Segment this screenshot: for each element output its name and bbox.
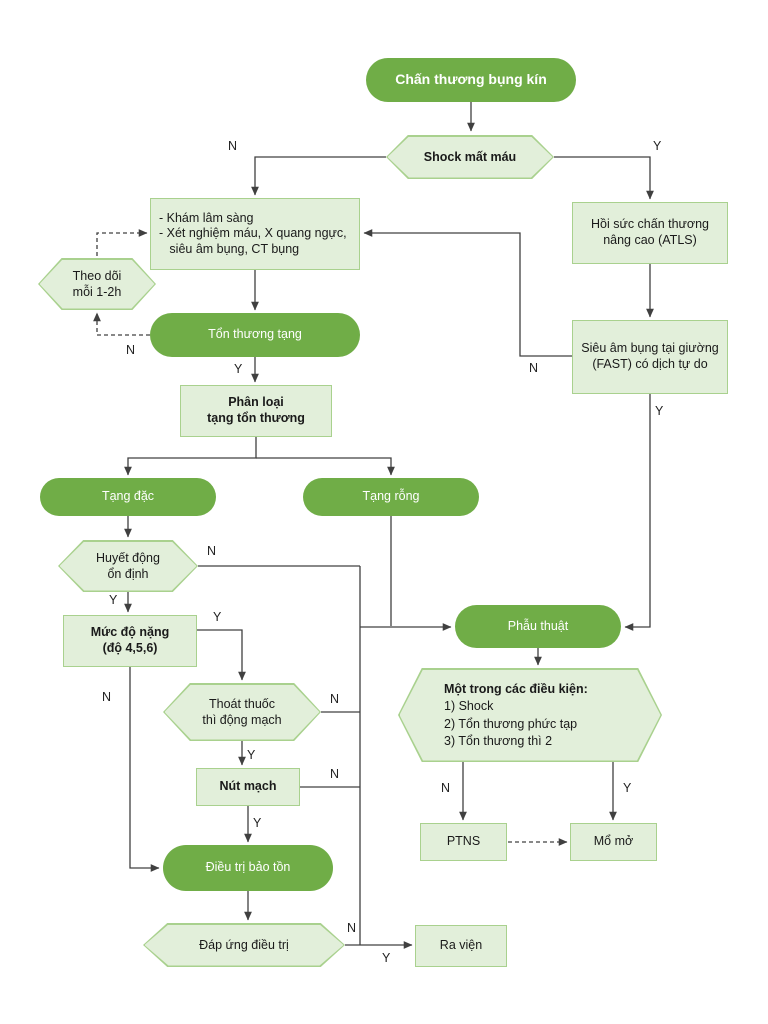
conditions-item-3: 3) Tổn thương thì 2 (444, 733, 553, 748)
label-no-conditions: N (441, 781, 451, 795)
conditions-hex-fill (399, 669, 661, 761)
label-no-organ-monitor: N (126, 343, 136, 357)
extravasation-label: Thoát thuốc thì động mạch (202, 696, 282, 727)
severity-label: Mức độ nặng (độ 4,5,6) (90, 625, 170, 655)
arrow-severity-to-extravasation (197, 629, 246, 681)
ptns-node: PTNS (420, 823, 507, 861)
label-yes-shock-atls: Y (653, 139, 662, 153)
label-yes-hemodynamic: Y (109, 593, 118, 607)
hollow-organ-node: Tạng rỗng (303, 478, 479, 516)
conservative-node: Điều trị bảo tồn (163, 845, 333, 891)
solid-organ-node: Tạng đặc (40, 478, 216, 516)
arrow-classify-to-hollow (256, 457, 395, 476)
arrow-organ-to-monitor (93, 312, 150, 336)
surgery-node: Phẫu thuật (455, 605, 621, 648)
surgery-label: Phẫu thuật (507, 618, 569, 633)
embolization-label: Nút mạch (219, 779, 277, 794)
response-hex-fill (144, 924, 344, 966)
arrow-shock-to-atls (554, 156, 654, 200)
label-yes-organ-classify: Y (234, 362, 243, 376)
embolization-node: Nút mạch (196, 768, 300, 806)
label-no-shock-exam: N (228, 139, 238, 153)
classify-node: Phân loại tạng tổn thương (180, 385, 332, 437)
solid-organ-label: Tạng đặc (101, 489, 155, 504)
shock-hex-fill (387, 136, 553, 178)
start-node: Chấn thương bụng kín (366, 58, 576, 102)
extravasation-node: Thoát thuốc thì động mạch (163, 683, 321, 741)
organ-injury-label: Tổn thương tạng (208, 327, 302, 342)
extravasation-hex-fill (164, 684, 320, 740)
shock-node: Shock mất máu (386, 135, 554, 179)
label-no-response: N (347, 921, 357, 935)
severity-node: Mức độ nặng (độ 4,5,6) (63, 615, 197, 667)
monitor-node: Theo dõi mỗi 1-2h (38, 258, 156, 310)
ptns-label: PTNS (446, 834, 481, 849)
label-yes-severity: Y (213, 610, 222, 624)
open-surgery-label: Mổ mở (593, 834, 634, 849)
open-surgery-node: Mổ mở (570, 823, 657, 861)
discharge-node: Ra viện (415, 925, 507, 967)
conditions-content: Một trong các điều kiện: 1) Shock 2) Tổn… (398, 668, 662, 762)
label-yes-extravasation: Y (247, 748, 256, 762)
monitor-label: Theo dõi mỗi 1-2h (72, 268, 122, 299)
arrow-classify-to-solid (124, 437, 257, 476)
arrow-severity-to-conservative (129, 667, 160, 872)
label-no-embolization: N (330, 767, 340, 781)
conditions-title: Một trong các điều kiện: (444, 682, 588, 696)
response-label: Đáp ứng điều trị (199, 937, 289, 952)
fast-label: Siêu âm bụng tại giường (FAST) có dịch t… (581, 341, 719, 371)
arrow-fast-to-exam (363, 229, 572, 357)
label-yes-embolization: Y (253, 816, 262, 830)
label-yes-response: Y (382, 951, 391, 965)
conditions-item-2: 2) Tổn thương phức tạp (444, 716, 578, 731)
label-no-severity: N (102, 690, 112, 704)
arrow-fast-to-surgery (624, 394, 651, 631)
discharge-label: Ra viện (439, 938, 483, 953)
exam-label: - Khám lâm sàng - Xét nghiệm máu, X quan… (159, 210, 347, 256)
hemodynamic-node: Huyết động ổn định (58, 540, 198, 592)
classify-label: Phân loại tạng tổn thương (207, 395, 305, 425)
conditions-item-1: 1) Shock (444, 699, 494, 714)
label-no-hemodynamic: N (207, 544, 217, 558)
atls-node: Hồi sức chấn thương nâng cao (ATLS) (572, 202, 728, 264)
arrow-shock-to-exam (251, 156, 386, 196)
hollow-organ-label: Tạng rỗng (362, 489, 420, 504)
shock-label: Shock mất máu (423, 149, 517, 164)
exam-node: - Khám lâm sàng - Xét nghiệm máu, X quan… (150, 198, 360, 270)
response-node: Đáp ứng điều trị (143, 923, 345, 967)
start-label: Chấn thương bụng kín (395, 71, 547, 88)
label-no-extravasation: N (330, 692, 340, 706)
conditions-node: Một trong các điều kiện: 1) Shock 2) Tổn… (398, 668, 662, 762)
label-no-fast-exam: N (529, 361, 539, 375)
hemodynamic-label: Huyết động ổn định (96, 550, 160, 581)
label-yes-fast-surgery: Y (655, 404, 664, 418)
hemodynamic-hex-fill (59, 541, 197, 591)
atls-label: Hồi sức chấn thương nâng cao (ATLS) (590, 217, 710, 247)
monitor-hex-fill (39, 259, 155, 309)
arrow-monitor-to-exam (96, 229, 148, 256)
conservative-label: Điều trị bảo tồn (205, 860, 291, 875)
organ-injury-node: Tổn thương tạng (150, 313, 360, 357)
fast-node: Siêu âm bụng tại giường (FAST) có dịch t… (572, 320, 728, 394)
label-yes-conditions: Y (623, 781, 632, 795)
